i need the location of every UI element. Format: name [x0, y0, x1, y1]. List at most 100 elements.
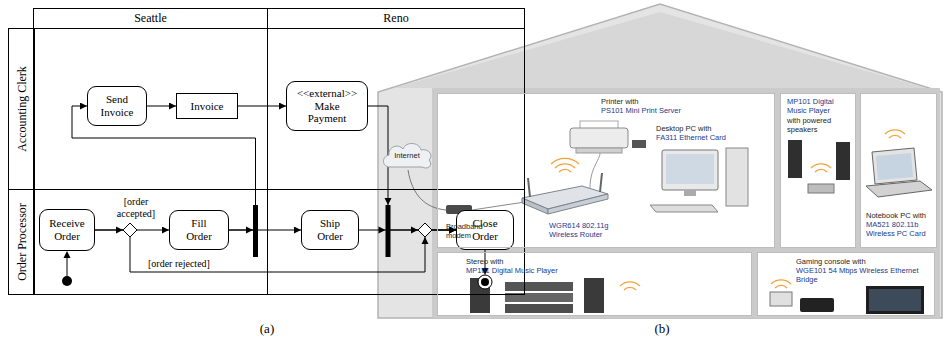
object-label: Invoice [191, 100, 224, 113]
label-slot: WGE101 54 Mbps Wireless Ethernet Bridge [796, 266, 934, 284]
device-label: Broadband modem [446, 222, 492, 240]
label-slot: with powered speakers [787, 116, 853, 134]
device-label: Notebook PC with [866, 211, 936, 220]
cloud-label: Internet [394, 151, 419, 160]
lane-label: Seattle [34, 9, 267, 28]
device-label: MA521 802.11b Wireless PC Card [866, 220, 936, 238]
keyboard-icon [650, 205, 718, 212]
roof-shade [394, 12, 926, 88]
printer-icon [576, 148, 622, 153]
label-slot: Gaming console with [796, 257, 934, 266]
label-slot: PS101 Mini Print Server [601, 106, 721, 115]
device-label: WGR614 802.11g Wireless Router [549, 221, 613, 239]
tv-icon [866, 286, 924, 314]
action-box: <<external>>Make Payment [286, 81, 368, 131]
wifi-waves [811, 164, 831, 172]
label-slot: FA311 Ethernet Card [656, 133, 766, 142]
speaker-icon [788, 140, 802, 178]
action-box: Fill Order [169, 210, 229, 250]
tower-icon [726, 148, 748, 206]
action-box: Send Invoice [87, 86, 147, 126]
wifi-waves [885, 130, 905, 138]
stereo-icon [505, 304, 573, 313]
speaker-icon [836, 142, 850, 180]
action-label: Fill Order [178, 217, 220, 242]
merge-diamond [418, 223, 432, 237]
lane-header: Accounting Clerk [9, 29, 35, 189]
swimlane-row: Order Processor [8, 189, 525, 295]
print-server-icon [632, 140, 646, 148]
label-slot: Printer with [601, 97, 721, 106]
label-slot: [order rejected] [148, 258, 210, 270]
label-slot: (a) [237, 321, 297, 337]
fork-bar [253, 205, 258, 257]
decision-diamond [123, 223, 137, 237]
speaker-icon [584, 278, 604, 313]
room-floor [437, 93, 775, 248]
printer-cable [590, 153, 600, 188]
label-slot: Desktop PC with [656, 124, 766, 133]
house-outline [378, 4, 942, 318]
router-icon [548, 194, 608, 214]
notebook-screen [876, 153, 913, 180]
swimlane-row: Accounting Clerk [8, 28, 525, 190]
subfigure-label: (a) [237, 321, 297, 337]
label-slot: MA521 802.11b Wireless PC Card [866, 220, 936, 238]
device-label: Gaming console with [796, 257, 934, 266]
room-panel: Notebook PC withMA521 802.11b Wireless P… [860, 93, 937, 248]
control-flow [229, 230, 301, 231]
lane-header: Order Processor [9, 190, 35, 294]
control-flow [95, 230, 456, 272]
notebook-icon [866, 181, 932, 197]
initial-node [62, 276, 72, 286]
notebook-icon [872, 148, 917, 184]
room-floor [780, 93, 856, 248]
room-panel: Printer withPS101 Mini Print ServerDeskt… [437, 93, 775, 248]
action-box: Receive Order [39, 209, 95, 251]
device-label: with powered speakers [787, 116, 853, 134]
final-node [481, 278, 489, 286]
flow-arrowhead [64, 251, 71, 258]
flow-arrowhead [116, 198, 429, 244]
wifi-waves [771, 280, 791, 288]
label-slot: Notebook PC with [866, 211, 936, 220]
label-slot: MP101 Digital Music Player [466, 266, 616, 275]
label-slot: Stereo with [466, 257, 616, 266]
join-bar [386, 205, 391, 257]
music-player-icon [808, 184, 834, 193]
modem-cable [472, 202, 525, 210]
action-label: Ship Order [310, 217, 350, 242]
room-panel: Stereo withMP101 Digital Music Player [437, 252, 752, 316]
tv-screen [869, 289, 921, 311]
console-icon [800, 298, 834, 312]
action-label: Make Payment [295, 100, 359, 125]
room-floor [860, 93, 937, 248]
action-label: <<external>> [297, 87, 357, 100]
room-panel: Gaming console withWGE101 54 Mbps Wirele… [757, 252, 935, 316]
cloud-outline [383, 143, 431, 168]
label-slot: (b) [632, 321, 692, 337]
internet-cable [408, 170, 446, 210]
device-label: Stereo with [466, 257, 616, 266]
control-flow [238, 106, 286, 107]
action-label: Send Invoice [96, 93, 138, 118]
initial-flow [67, 257, 68, 276]
wifi-waves [620, 282, 640, 290]
internet-cloud: Internet [380, 140, 434, 170]
device-label: Desktop PC with [656, 124, 766, 133]
action-label: Receive Order [48, 217, 86, 242]
swimlane-column: SeattleSend Invoice InvoiceReceive Order F… [33, 8, 268, 295]
monitor-screen [666, 154, 714, 184]
guard-label: [order accepted] [110, 196, 162, 220]
label-slot: [order accepted] [110, 196, 162, 220]
monitor-stand [684, 190, 696, 196]
control-flow [147, 106, 176, 107]
action-box: Ship Order [301, 210, 359, 250]
monitor-icon [662, 150, 718, 190]
label-slot: MP101 Digital Music Player [787, 97, 853, 115]
lane-label: Order Processor [15, 203, 29, 281]
bridge-icon [770, 292, 792, 306]
